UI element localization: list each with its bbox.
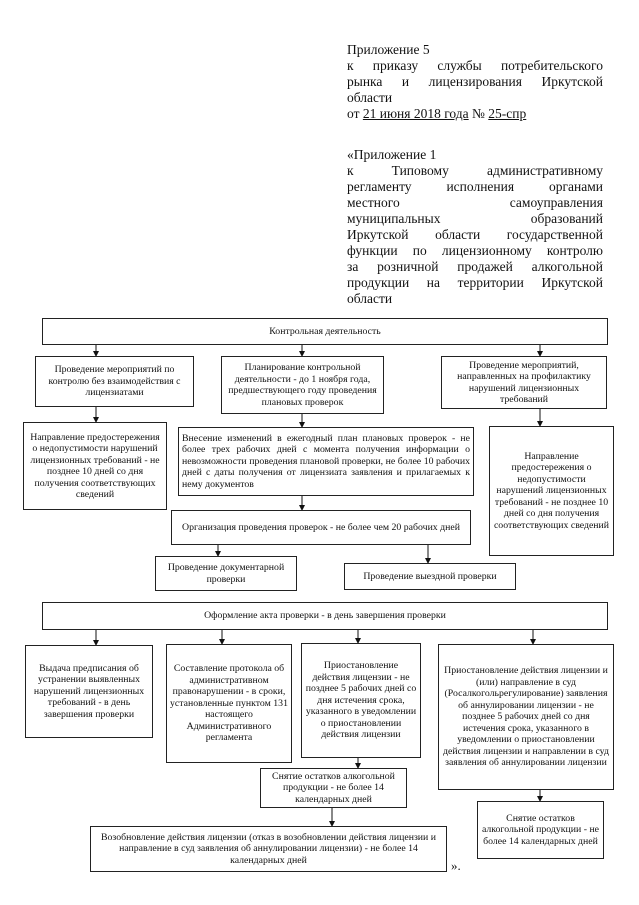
prevention-label: Проведение мероприятий, направленных на … — [457, 359, 591, 406]
protocol-label: Составление протокола об административно… — [170, 663, 288, 744]
order-number: 25-спр — [488, 106, 527, 121]
plan-changes-label: Внесение изменений в ежегодный план план… — [182, 432, 470, 490]
order-box: Выдача предписания об устранении выявлен… — [25, 645, 153, 738]
plan-changes-box: Внесение изменений в ежегодный план план… — [178, 427, 474, 496]
protocol-box: Составление протокола об административно… — [166, 644, 292, 763]
annex-line: продукции на территории Иркутской — [347, 275, 603, 290]
annex-line: области — [347, 291, 393, 306]
order-date-line: от 21 июня 2018 года № 25-спр — [347, 106, 603, 122]
doc-check-box: Проведение документарной проверки — [155, 556, 297, 591]
act-box: Оформление акта проверки - в день заверш… — [42, 602, 608, 630]
suspension-court-label: Приостановление действия лицензии и (или… — [443, 665, 609, 769]
annex-line: местного самоуправления — [347, 195, 603, 210]
suspension-box: Приостановление действия лицензии - не п… — [301, 643, 421, 758]
renewal-label: Возобновление действия лицензии (отказ в… — [100, 831, 436, 866]
control-activity-label: Контрольная деятельность — [269, 325, 381, 337]
organization-box: Организация проведения проверок - не бол… — [171, 510, 471, 545]
organization-label: Организация проведения проверок - не бол… — [182, 521, 460, 533]
planning-label: Планирование контрольной деятельности - … — [228, 362, 377, 408]
header-line-3: области — [347, 90, 393, 105]
header-line-2: рынка и лицензирования Иркутской — [347, 74, 603, 89]
removal-right-box: Снятие остатков алкогольной продукции - … — [477, 801, 604, 859]
onsite-check-box: Проведение выездной проверки — [344, 563, 516, 590]
date-prefix: от — [347, 106, 363, 121]
header-block: Приложение 5 к приказу службы потребител… — [347, 42, 603, 122]
prevention-box: Проведение мероприятий, направленных на … — [441, 356, 607, 409]
suspension-label: Приостановление действия лицензии - не п… — [305, 660, 417, 741]
removal-right-label: Снятие остатков алкогольной продукции - … — [481, 812, 600, 847]
annex-line: за розничной продажей алкогольной — [347, 259, 603, 274]
suspension-court-box: Приостановление действия лицензии и (или… — [438, 644, 614, 790]
annex-1-block: «Приложение 1 к Типовому административно… — [347, 147, 603, 307]
closing-quote: ». — [451, 858, 461, 873]
annex-line: регламенту исполнения органами — [347, 179, 603, 194]
annex-line: Иркутской области государственной — [347, 227, 603, 242]
onsite-check-label: Проведение выездной проверки — [363, 570, 497, 582]
renewal-box: Возобновление действия лицензии (отказ в… — [90, 826, 447, 872]
order-date: 21 июня 2018 года — [362, 106, 469, 121]
planning-box: Планирование контрольной деятельности - … — [221, 356, 384, 414]
left-warning-box: Направление предостережения о недопустим… — [23, 422, 167, 510]
annex-1-title: «Приложение 1 — [347, 147, 437, 162]
no-interaction-box: Проведение мероприятий по контролю без в… — [35, 356, 194, 407]
act-label: Оформление акта проверки - в день заверш… — [204, 610, 446, 622]
annex-line: к Типовому административному — [347, 163, 603, 178]
number-sign: № — [468, 106, 489, 121]
header-line-1: к приказу службы потребительского — [347, 58, 603, 73]
left-warning-label: Направление предостережения о недопустим… — [30, 431, 160, 501]
right-warning-label: Направление предостережения о недопустим… — [493, 450, 610, 531]
control-activity-box: Контрольная деятельность — [42, 318, 608, 345]
annex-line: муниципальных образований — [347, 211, 603, 226]
right-warning-box: Направление предостережения о недопустим… — [489, 426, 614, 556]
doc-check-label: Проведение документарной проверки — [167, 562, 285, 585]
order-label: Выдача предписания об устранении выявлен… — [33, 662, 145, 720]
removal-center-box: Снятие остатков алкогольной продукции - … — [260, 768, 407, 808]
annex-line: функции по лицензионному контролю — [347, 243, 603, 258]
removal-center-label: Снятие остатков алкогольной продукции - … — [272, 770, 395, 805]
annex-5-title: Приложение 5 — [347, 42, 430, 57]
no-interaction-label: Проведение мероприятий по контролю без в… — [48, 364, 181, 399]
